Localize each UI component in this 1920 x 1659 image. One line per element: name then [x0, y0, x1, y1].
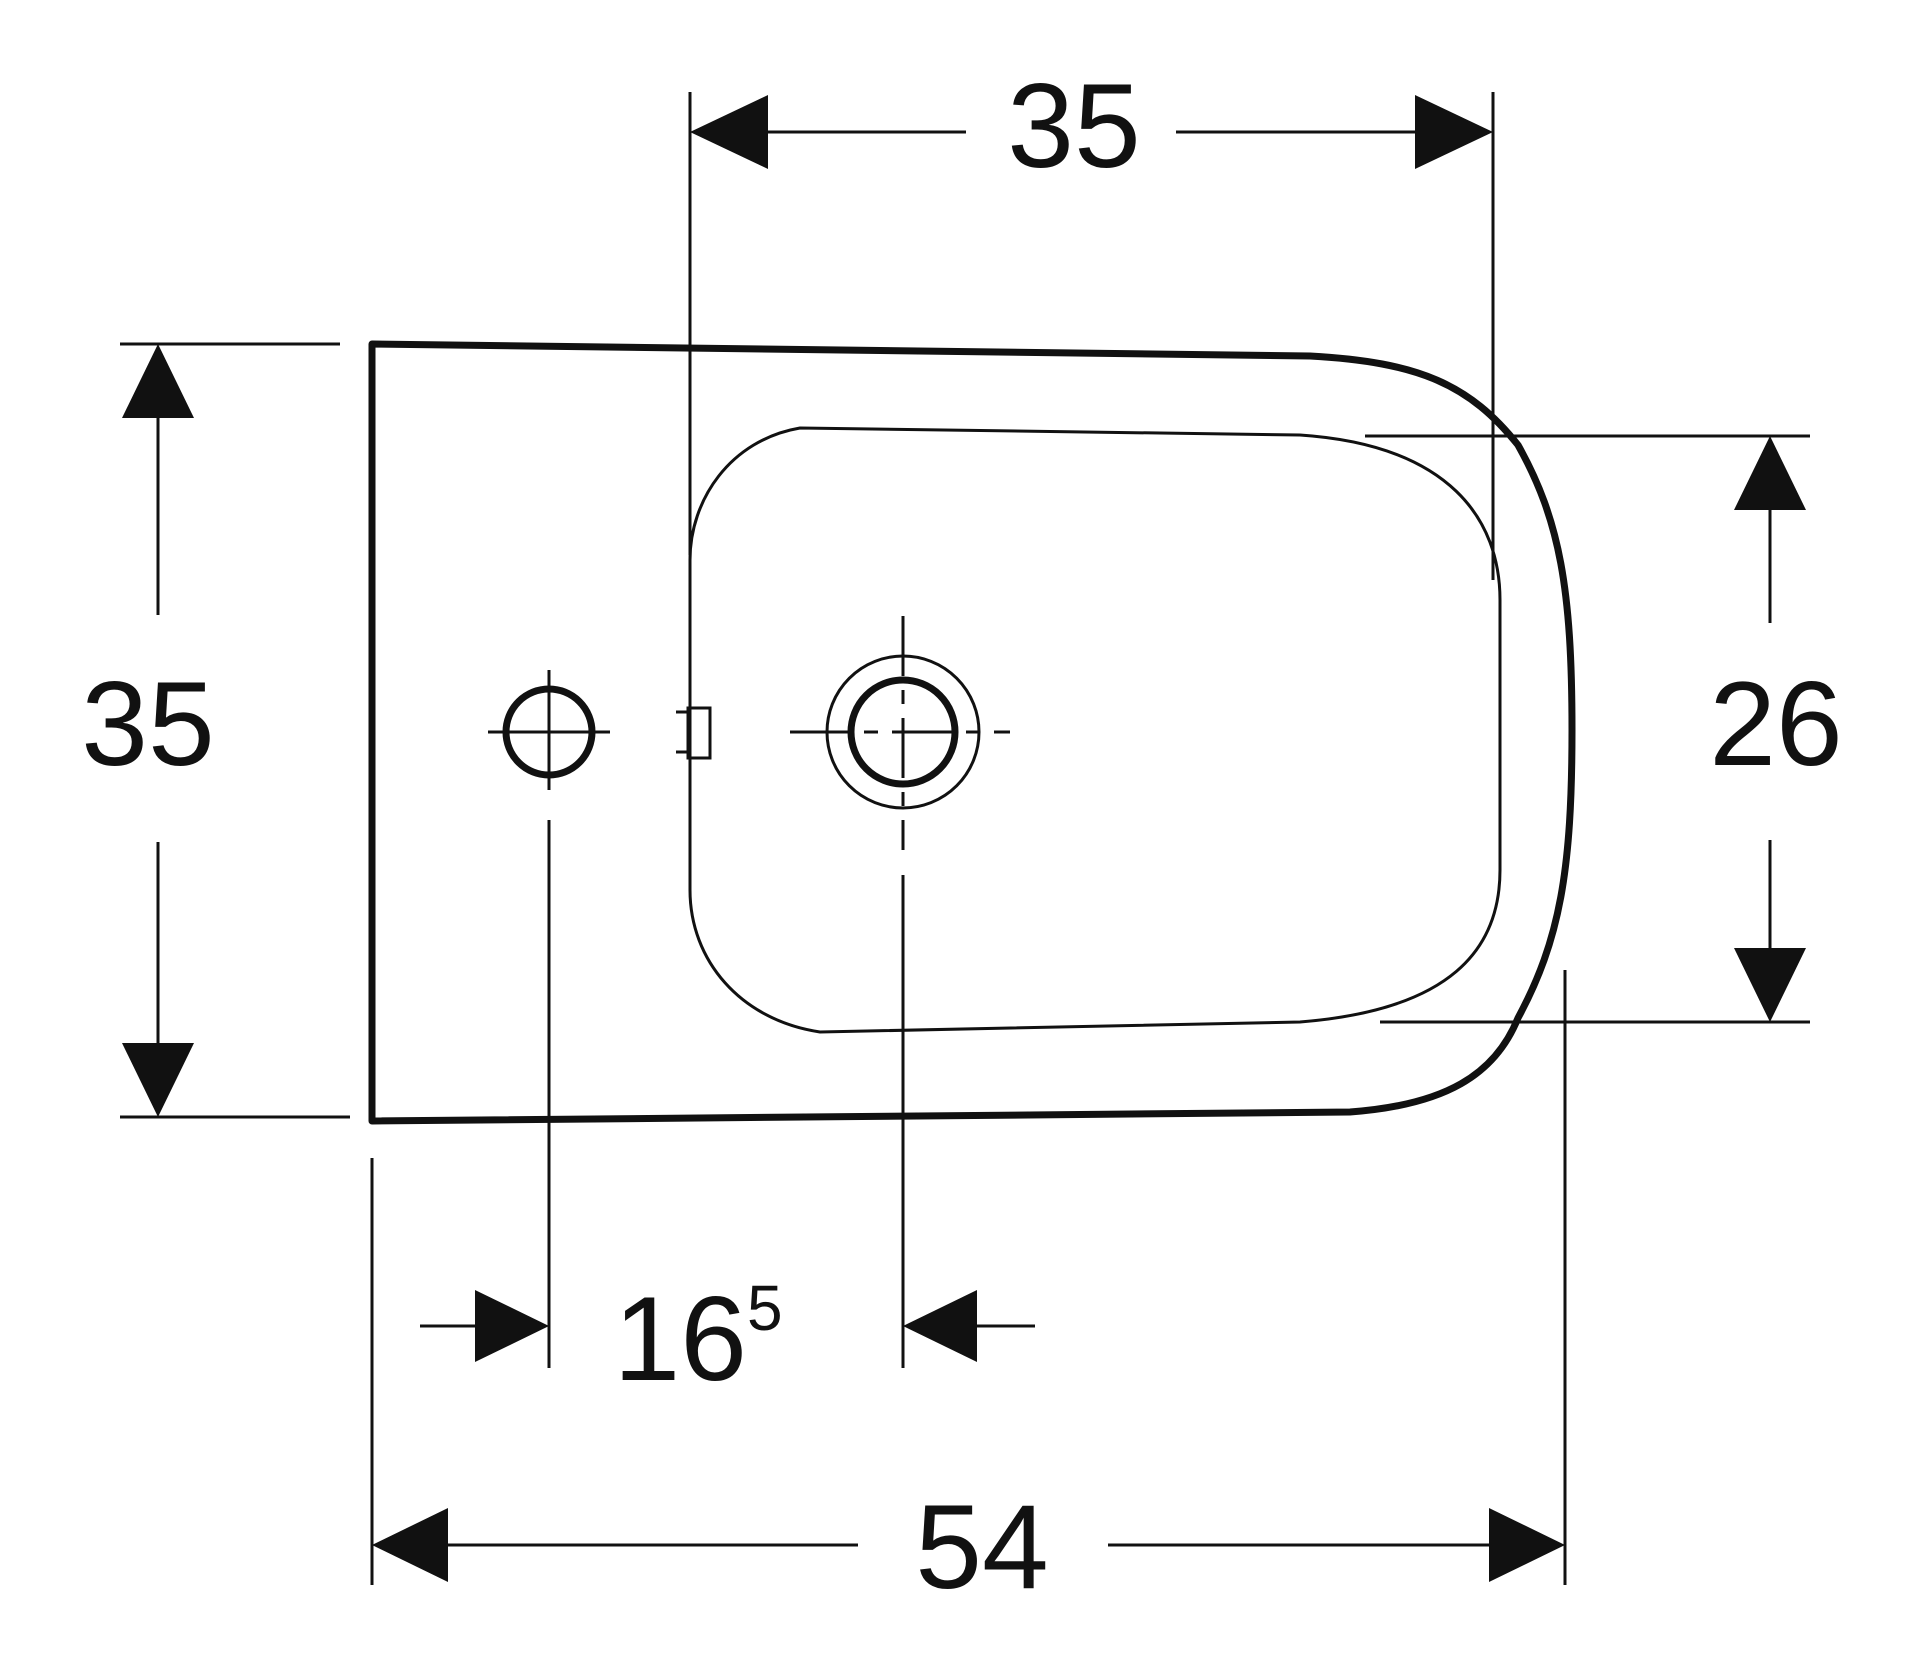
arrowhead — [122, 1043, 194, 1117]
bidet-bowl-outline — [688, 426, 1502, 1034]
drain-inner-circle — [847, 676, 959, 788]
arrowhead — [903, 1290, 977, 1362]
arrowhead — [1415, 95, 1493, 169]
arrowhead — [475, 1290, 549, 1362]
dimension-left-height: 35 — [81, 657, 214, 791]
dimension-hole-spacing: 165 — [613, 1272, 782, 1406]
overflow-slot — [686, 706, 712, 760]
arrowhead — [690, 95, 768, 169]
arrowhead — [122, 344, 194, 418]
arrowhead — [1489, 1508, 1565, 1582]
dimension-hole-spacing-sup: 5 — [747, 1272, 783, 1344]
dimension-right-height: 26 — [1709, 657, 1842, 791]
arrowhead — [372, 1508, 448, 1582]
bidet-outer-outline — [368, 340, 1576, 1125]
dimension-hole-spacing-main: 16 — [613, 1272, 746, 1406]
arrowhead — [1734, 436, 1806, 510]
dimension-top-width: 35 — [1007, 59, 1140, 193]
arrowhead — [1734, 948, 1806, 1022]
dimension-bottom-width: 54 — [915, 1480, 1048, 1614]
